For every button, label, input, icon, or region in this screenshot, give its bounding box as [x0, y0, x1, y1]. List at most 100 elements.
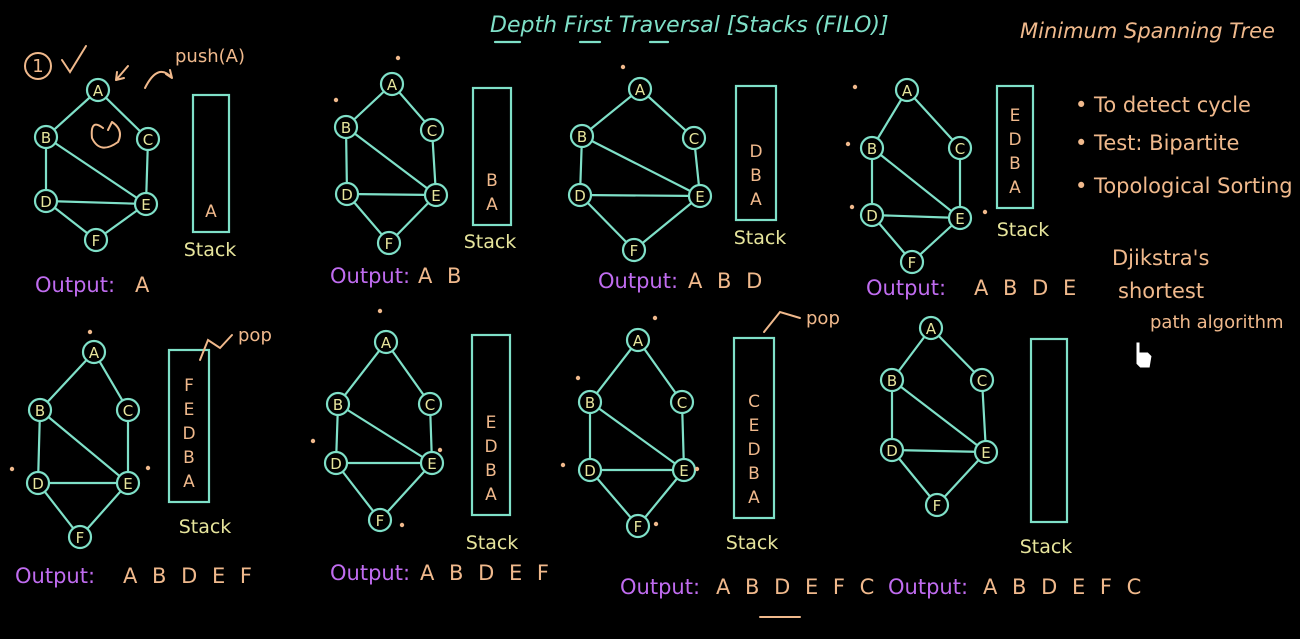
- node-circle: [67, 524, 93, 550]
- graph-node: F: [899, 249, 925, 275]
- graph-node: B: [879, 367, 905, 393]
- output-value: A B D E F: [420, 561, 553, 585]
- stack-item: E: [1010, 106, 1021, 126]
- dijkstra-line: path algorithm: [1150, 312, 1284, 333]
- node-label: F: [92, 232, 101, 250]
- graph-node: D: [577, 457, 603, 483]
- graph-node: C: [135, 126, 161, 152]
- graph-edge: [44, 199, 148, 206]
- node-circle: [417, 391, 443, 417]
- graph-edge: [588, 338, 640, 404]
- marker-dot: [849, 204, 855, 210]
- graph-node: B: [33, 124, 59, 150]
- marker-dot: [620, 64, 626, 70]
- marker-dot: [399, 522, 405, 528]
- output-label: Output:: [888, 575, 968, 599]
- graph-node: C: [969, 367, 995, 393]
- graph-node: C: [115, 397, 141, 423]
- output-value: A B D E F C: [983, 575, 1145, 599]
- graph-node: D: [879, 437, 905, 463]
- node-circle: [627, 76, 653, 102]
- node-label: A: [635, 81, 646, 99]
- stack-box: [995, 84, 1035, 210]
- stack-label: Stack: [466, 532, 519, 554]
- graph-edge: [378, 461, 434, 522]
- node-label: D: [341, 186, 353, 204]
- graph-edge: [636, 338, 684, 404]
- node-label: C: [123, 402, 133, 420]
- output-label: Output:: [620, 575, 700, 599]
- node-circle: [894, 77, 920, 103]
- node-label: D: [330, 455, 342, 473]
- graph-edge: [870, 213, 962, 220]
- output-value: A B D E: [974, 276, 1080, 300]
- bullet-item: • Topological Sorting: [1075, 174, 1293, 198]
- node-circle: [325, 391, 351, 417]
- graph-node: C: [947, 135, 973, 161]
- hand-cursor-icon: [1135, 341, 1153, 369]
- node-label: E: [123, 475, 132, 493]
- marker-dot: [575, 375, 581, 381]
- node-circle: [115, 397, 141, 423]
- output-label: Output:: [866, 276, 946, 300]
- output-label: Output:: [35, 273, 115, 297]
- stack-item: B: [485, 461, 497, 481]
- pop-arrow-icon: [199, 334, 233, 361]
- bullet-item: • To detect cycle: [1075, 93, 1251, 117]
- graph-node: D: [25, 470, 51, 496]
- dijkstra-note: Djikstra's shortest path algorithm: [1112, 246, 1284, 333]
- graph-edge: [588, 468, 640, 528]
- marker-dot: [694, 466, 700, 472]
- graph-node: A: [627, 76, 653, 102]
- graph-node: B: [569, 123, 595, 149]
- node-circle: [577, 389, 603, 415]
- stack-item: B: [486, 171, 498, 191]
- graph-node: E: [133, 191, 159, 217]
- graph-edge: [36, 408, 42, 485]
- node-label: D: [32, 475, 44, 493]
- node-label: E: [431, 187, 440, 205]
- stack-box: [1029, 337, 1069, 524]
- node-label: C: [425, 396, 435, 414]
- stack-label: Stack: [1020, 536, 1073, 558]
- graph-edge: [44, 135, 148, 206]
- graph-node: A: [918, 315, 944, 341]
- node-label: D: [584, 462, 596, 480]
- marker-dot: [560, 462, 566, 468]
- marker-dot: [845, 141, 851, 147]
- graph-node: F: [67, 524, 93, 550]
- stack-label: Stack: [179, 516, 232, 538]
- graph-edge: [344, 125, 438, 197]
- node-label: A: [93, 82, 104, 100]
- curved-arrow-icon: [144, 69, 173, 89]
- use-case-list: • To detect cycle • Test: Bipartite • To…: [1075, 93, 1293, 198]
- graph-node: E: [115, 470, 141, 496]
- node-label: C: [677, 394, 687, 412]
- node-circle: [33, 124, 59, 150]
- node-label: C: [427, 122, 437, 140]
- marker-dot: [982, 209, 988, 215]
- marker-dot: [145, 465, 151, 471]
- stack-item: C: [748, 392, 760, 412]
- stack-item: B: [183, 448, 195, 468]
- node-circle: [373, 329, 399, 355]
- graph-node: A: [894, 77, 920, 103]
- marker-dot: [87, 329, 93, 335]
- node-circle: [419, 117, 445, 143]
- graph-edge: [870, 146, 962, 220]
- checkmark-icon: [61, 45, 87, 74]
- graph-edge: [580, 134, 702, 198]
- graph-node: E: [973, 439, 999, 465]
- graph-node: B: [27, 397, 53, 423]
- stack-item: A: [183, 472, 195, 492]
- node-label: F: [385, 235, 394, 253]
- node-circle: [671, 457, 697, 483]
- node-label: E: [427, 455, 436, 473]
- graph-edge: [890, 448, 988, 454]
